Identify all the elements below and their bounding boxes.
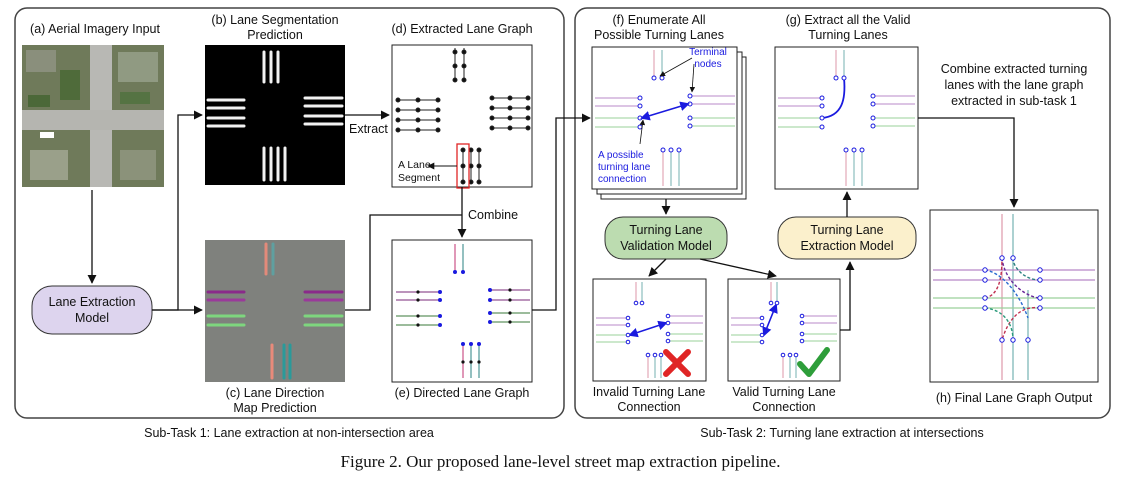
validation-model-label-1: Turning Lane <box>629 223 702 237</box>
lane-segment-label-1: A Lane <box>398 159 431 171</box>
panel-f-title-2: Possible Turning Lanes <box>594 28 724 42</box>
segmentation-map <box>205 45 345 185</box>
extracted-lane-graph: A Lane Segment <box>391 44 533 189</box>
cross-icon <box>663 349 691 377</box>
panel-g-title-1: (g) Extract all the Valid <box>786 13 911 27</box>
terminal-nodes-label-2: nodes <box>694 59 721 70</box>
invalid-connection-panel <box>592 278 707 382</box>
panel-d-title: (d) Extracted Lane Graph <box>391 22 532 36</box>
combine-note-2: lanes with the lane graph <box>945 78 1084 92</box>
combine-note-3: extracted in sub-task 1 <box>951 94 1077 108</box>
final-graph-title: (h) Final Lane Graph Output <box>936 391 1093 405</box>
lane-extraction-model-label-1: Lane Extraction <box>49 295 136 309</box>
valid-connection-panel <box>727 278 841 382</box>
panel-c-title-2: Map Prediction <box>233 401 316 415</box>
figure-caption: Figure 2. Our proposed lane-level street… <box>340 452 781 471</box>
extraction-model-label-1: Turning Lane <box>810 223 883 237</box>
panel-b-title-2: Prediction <box>247 28 303 42</box>
combine-label: Combine <box>468 208 518 222</box>
possible-connection-label-3: connection <box>598 174 646 185</box>
invalid-connection-label-2: Connection <box>617 400 680 414</box>
direction-map <box>205 240 345 382</box>
extract-label: Extract <box>349 122 388 136</box>
possible-connection-label-1: A possible <box>598 150 644 161</box>
arrow-valid-to-extraction <box>840 261 855 331</box>
possible-connection-label-2: turning lane <box>598 162 651 173</box>
subtask2-caption: Sub-Task 2: Turning lane extraction at i… <box>700 426 983 440</box>
directed-lane-graph <box>391 239 533 383</box>
lane-extraction-model-label-2: Model <box>75 311 109 325</box>
valid-turning-panel <box>774 46 919 190</box>
arrow-validation-to-invalid <box>648 258 667 277</box>
panel-g-title-2: Turning Lanes <box>808 28 887 42</box>
invalid-connection-label-1: Invalid Turning Lane <box>593 385 706 399</box>
validation-model-label-2: Validation Model <box>620 239 712 253</box>
lane-extraction-model <box>31 285 153 335</box>
pipeline-diagram: (a) Aerial Imagery Input (b) Lane Segmen… <box>14 7 1111 440</box>
subtask1-caption: Sub-Task 1: Lane extraction at non-inter… <box>144 426 434 440</box>
arrow-to-final <box>918 117 1019 208</box>
extraction-model-label-2: Extraction Model <box>800 239 893 253</box>
panel-e-title: (e) Directed Lane Graph <box>395 386 530 400</box>
panel-a-title: (a) Aerial Imagery Input <box>30 22 160 36</box>
arrow-to-subtask2 <box>532 113 591 311</box>
subtask2-frame <box>574 7 1111 419</box>
combine-note-1: Combine extracted turning <box>941 62 1088 76</box>
terminal-nodes-label-1: Terminal <box>689 47 727 58</box>
aerial-image <box>22 45 164 187</box>
lane-segment-label-2: Segment <box>398 172 440 184</box>
arrow-validation-to-valid <box>699 258 777 279</box>
valid-connection-label-1: Valid Turning Lane <box>732 385 835 399</box>
panel-b-title-1: (b) Lane Segmentation <box>211 13 338 27</box>
panel-f-title-1: (f) Enumerate All <box>612 13 705 27</box>
final-lane-graph <box>929 209 1099 383</box>
valid-connection-label-2: Connection <box>752 400 815 414</box>
enumerate-panel: Terminal nodes A possible turning lane c… <box>591 46 747 200</box>
panel-c-title-1: (c) Lane Direction <box>226 386 325 400</box>
arrow-direction-combine <box>345 214 462 311</box>
check-icon <box>797 347 830 377</box>
subtask1-frame <box>14 7 565 419</box>
